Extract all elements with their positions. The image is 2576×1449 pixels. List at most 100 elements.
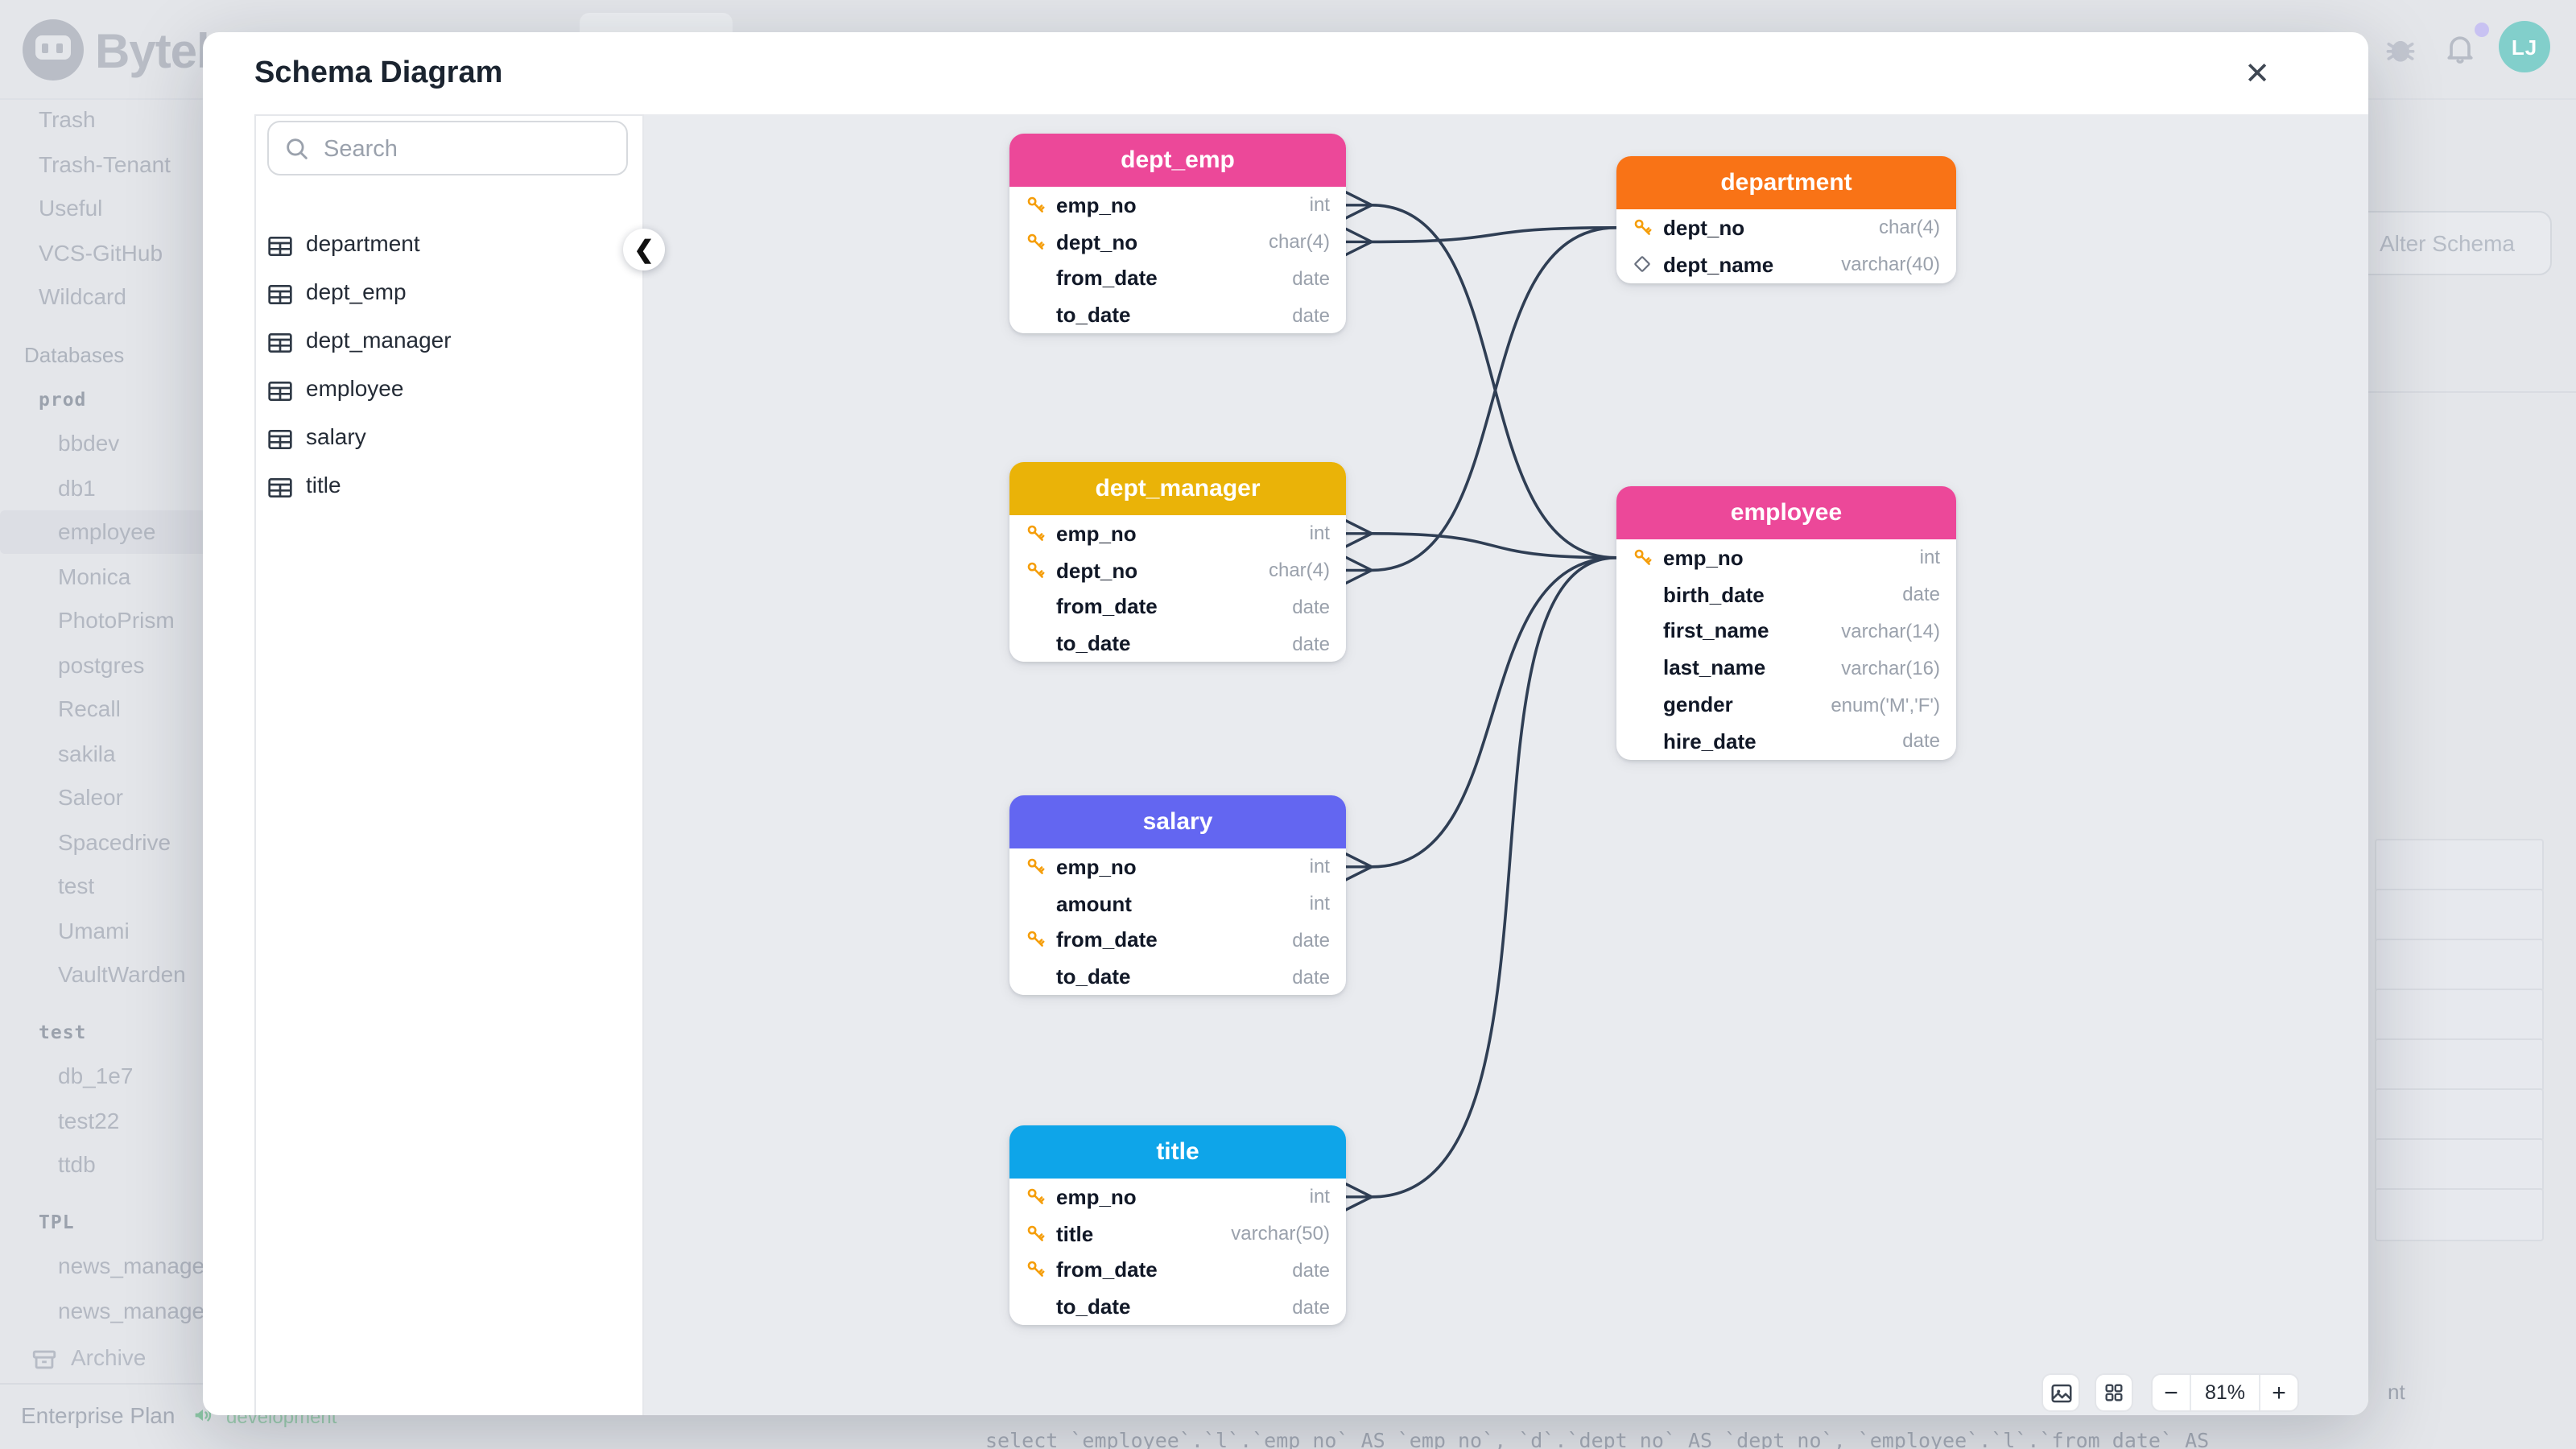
column-type: char(4) bbox=[1268, 230, 1330, 254]
sidebar-item-wildcard[interactable]: Wildcard bbox=[39, 283, 126, 309]
sidebar-group-TPL: TPL bbox=[39, 1210, 75, 1232]
sidebar-item-umami[interactable]: Umami bbox=[58, 917, 130, 943]
column-type: int bbox=[1309, 892, 1330, 915]
divider bbox=[2368, 391, 2576, 393]
sidebar-item-vaultwarden[interactable]: VaultWarden bbox=[58, 961, 186, 987]
table-icon bbox=[268, 237, 292, 256]
table-list-panel bbox=[254, 114, 644, 1415]
column-name: dept_no bbox=[1663, 215, 1745, 240]
key-icon bbox=[1634, 219, 1652, 235]
table-list-item-dept_emp[interactable]: dept_emp bbox=[267, 270, 621, 319]
grid-icon bbox=[2105, 1384, 2123, 1402]
table-list-item-dept_manager[interactable]: dept_manager bbox=[267, 319, 621, 367]
column-name: dept_no bbox=[1056, 558, 1138, 583]
export-image-button[interactable] bbox=[2041, 1373, 2080, 1412]
modal-title: Schema Diagram bbox=[254, 56, 503, 90]
sidebar-item-postgres[interactable]: postgres bbox=[58, 651, 145, 677]
column-type: varchar(40) bbox=[1841, 253, 1940, 276]
column-name: emp_no bbox=[1056, 854, 1137, 879]
avatar[interactable]: LJ bbox=[2499, 21, 2550, 72]
column-row-dept_no: dept_no char(4) bbox=[1009, 224, 1346, 261]
column-name: dept_no bbox=[1056, 229, 1138, 254]
sidebar-item-trash-tenant[interactable]: Trash-Tenant bbox=[39, 151, 171, 176]
column-name: birth_date bbox=[1663, 582, 1765, 607]
zoom-out-button[interactable]: − bbox=[2164, 1379, 2178, 1406]
background-row bbox=[2375, 1138, 2544, 1191]
table-card-header: employee bbox=[1616, 486, 1956, 539]
sidebar-item-test[interactable]: test bbox=[58, 873, 95, 898]
search-box bbox=[267, 121, 628, 175]
zoom-in-button[interactable]: + bbox=[2272, 1379, 2286, 1406]
sidebar-item-photoprism[interactable]: PhotoPrism bbox=[58, 607, 175, 633]
sidebar-item-saleor[interactable]: Saleor bbox=[58, 784, 123, 810]
archive-label: Archive bbox=[71, 1344, 147, 1370]
column-type: date bbox=[1292, 1258, 1330, 1282]
edge-dept_manager-dept_no-to-department-dept_no bbox=[1370, 226, 1618, 572]
table-card-header: dept_manager bbox=[1009, 462, 1346, 515]
key-icon bbox=[1634, 549, 1652, 565]
sidebar-item-bbdev[interactable]: bbdev bbox=[58, 430, 120, 456]
search-input[interactable] bbox=[320, 124, 617, 175]
column-type: int bbox=[1309, 193, 1330, 217]
column-name: gender bbox=[1663, 692, 1733, 717]
column-row-emp_no: emp_no int bbox=[1009, 848, 1346, 886]
sidebar-item-vcs-github[interactable]: VCS-GitHub bbox=[39, 239, 163, 265]
column-name: from_date bbox=[1056, 927, 1158, 952]
sidebar-item-db_1e7[interactable]: db_1e7 bbox=[58, 1063, 134, 1088]
column-name: dept_name bbox=[1663, 252, 1774, 277]
column-type: int bbox=[1309, 855, 1330, 878]
alter-schema-button[interactable]: Alter Schema bbox=[2343, 211, 2552, 275]
key-icon bbox=[1027, 858, 1045, 874]
table-icon bbox=[268, 285, 292, 304]
sidebar-item-news_manage[interactable]: news_manage bbox=[58, 1297, 205, 1323]
edge-dept_emp-dept_no-to-department-dept_no bbox=[1370, 226, 1618, 244]
column-row-dept_no: dept_no char(4) bbox=[1009, 552, 1346, 589]
sidebar-item-test22[interactable]: test22 bbox=[58, 1107, 120, 1133]
table-list-item-title[interactable]: title bbox=[267, 464, 621, 512]
sidebar-item-spacedrive[interactable]: Spacedrive bbox=[58, 828, 171, 854]
bug-icon[interactable] bbox=[2383, 32, 2418, 68]
sidebar-item-useful[interactable]: Useful bbox=[39, 195, 103, 221]
collapse-panel-button[interactable]: ❮ bbox=[623, 229, 665, 270]
sidebar-item-trash[interactable]: Trash bbox=[39, 106, 96, 132]
column-type: date bbox=[1292, 303, 1330, 327]
archive-icon bbox=[32, 1350, 56, 1369]
column-name: to_date bbox=[1056, 964, 1131, 989]
sidebar-item-news_manage[interactable]: news_manage bbox=[58, 1253, 205, 1278]
table-list-item-salary[interactable]: salary bbox=[267, 415, 621, 464]
column-name: to_date bbox=[1056, 631, 1131, 656]
column-type: char(4) bbox=[1268, 559, 1330, 582]
sidebar-item-sakila[interactable]: sakila bbox=[58, 740, 116, 766]
sidebar-item-archive[interactable]: Archive bbox=[0, 1338, 348, 1383]
sidebar-item-db1[interactable]: db1 bbox=[58, 474, 96, 500]
sidebar-item-ttdb[interactable]: ttdb bbox=[58, 1151, 96, 1177]
table-list-item-employee[interactable]: employee bbox=[267, 367, 621, 415]
background-row bbox=[2375, 839, 2544, 892]
table-list-item-department[interactable]: department bbox=[267, 222, 621, 270]
close-icon[interactable]: ✕ bbox=[2244, 58, 2270, 92]
zoom-control: − 81% + bbox=[2151, 1373, 2299, 1412]
column-name: emp_no bbox=[1056, 521, 1137, 546]
bell-icon[interactable] bbox=[2442, 31, 2478, 66]
column-name: to_date bbox=[1056, 1294, 1131, 1319]
sidebar-section-databases: Databases bbox=[24, 342, 125, 366]
sidebar-item-monica[interactable]: Monica bbox=[58, 563, 131, 588]
table-list-label: dept_manager bbox=[306, 327, 452, 353]
sidebar-item-recall[interactable]: Recall bbox=[58, 696, 121, 721]
auto-layout-button[interactable] bbox=[2095, 1373, 2133, 1412]
divider bbox=[0, 1383, 348, 1385]
table-list-label: dept_emp bbox=[306, 279, 407, 304]
